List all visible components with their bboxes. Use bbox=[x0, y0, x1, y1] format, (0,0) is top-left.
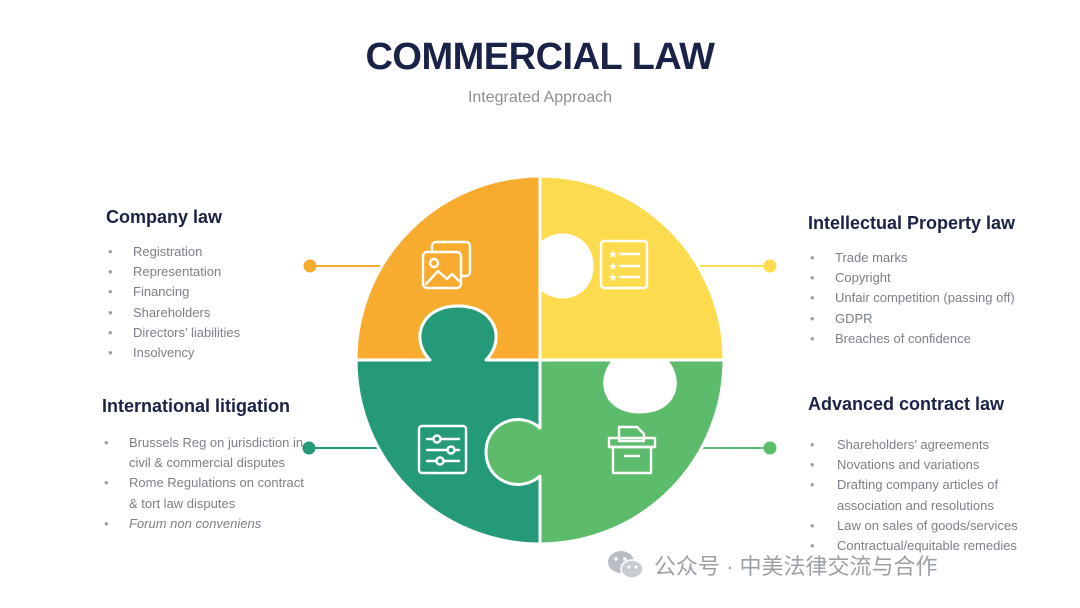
section-heading: Company law bbox=[106, 207, 223, 227]
list-item: Brussels Reg on jurisdiction in civil & … bbox=[102, 433, 312, 473]
section-heading: Intellectual Property law bbox=[808, 213, 1016, 233]
svg-text:★: ★ bbox=[608, 271, 618, 284]
picture-gallery-icon bbox=[421, 240, 472, 290]
star-list-icon: ★ ★ ★ bbox=[599, 239, 649, 290]
puzzle-piece-ip bbox=[538, 174, 726, 362]
bullet-list: Trade marks Copyright Unfair competition… bbox=[808, 248, 1068, 349]
watermark: 公众号 · 中美法律交流与合作 bbox=[606, 548, 938, 582]
sliders-icon bbox=[417, 424, 468, 475]
section-ip-law: Intellectual Property law Trade marks Co… bbox=[808, 213, 1068, 349]
list-item: Rome Regulations on contract & tort law … bbox=[102, 473, 312, 513]
list-item: Copyright bbox=[808, 268, 1068, 288]
list-item: Forum non conveniens bbox=[102, 514, 312, 534]
section-advanced-contract-law: Advanced contract law Shareholders’ agre… bbox=[808, 394, 1058, 556]
svg-text:★: ★ bbox=[608, 248, 618, 261]
svg-text:★: ★ bbox=[608, 260, 618, 273]
list-item: Insolvency bbox=[106, 343, 326, 363]
list-item: Drafting company articles of association… bbox=[808, 475, 1058, 515]
watermark-text: 公众号 · 中美法律交流与合作 bbox=[654, 554, 938, 579]
section-heading: International litigation bbox=[102, 396, 290, 416]
list-item: Unfair competition (passing off) bbox=[808, 288, 1068, 308]
list-item: Financing bbox=[106, 282, 326, 302]
list-item: Registration bbox=[106, 242, 326, 262]
list-item: Trade marks bbox=[808, 248, 1068, 268]
bullet-list: Registration Representation Financing Sh… bbox=[106, 242, 326, 363]
archive-box-icon bbox=[607, 425, 657, 475]
bullet-list: Brussels Reg on jurisdiction in civil & … bbox=[102, 433, 312, 534]
list-item: Representation bbox=[106, 262, 326, 282]
list-item: Breaches of confidence bbox=[808, 329, 1068, 349]
bullet-list: Shareholders’ agreements Novations and v… bbox=[808, 435, 1058, 556]
section-international-litigation: International litigation Brussels Reg on… bbox=[102, 396, 312, 534]
list-item: Novations and variations bbox=[808, 455, 1058, 475]
page-subtitle: Integrated Approach bbox=[467, 89, 613, 106]
list-item: GDPR bbox=[808, 309, 1068, 329]
list-item: Law on sales of goods/services bbox=[808, 516, 1058, 536]
list-item: Directors’ liabilities bbox=[106, 323, 326, 343]
connector-contract bbox=[690, 441, 777, 455]
puzzle-piece-contract bbox=[484, 358, 726, 546]
section-company-law: Company law Registration Representation … bbox=[106, 207, 326, 363]
wechat-icon bbox=[608, 551, 644, 579]
section-heading: Advanced contract law bbox=[808, 394, 1005, 414]
list-item: Contractual/equitable remedies bbox=[808, 536, 1058, 556]
list-item: Shareholders’ agreements bbox=[808, 435, 1058, 455]
connector-ip bbox=[690, 259, 777, 273]
page-title: COMMERCIAL LAW bbox=[365, 36, 715, 78]
list-item: Shareholders bbox=[106, 303, 326, 323]
